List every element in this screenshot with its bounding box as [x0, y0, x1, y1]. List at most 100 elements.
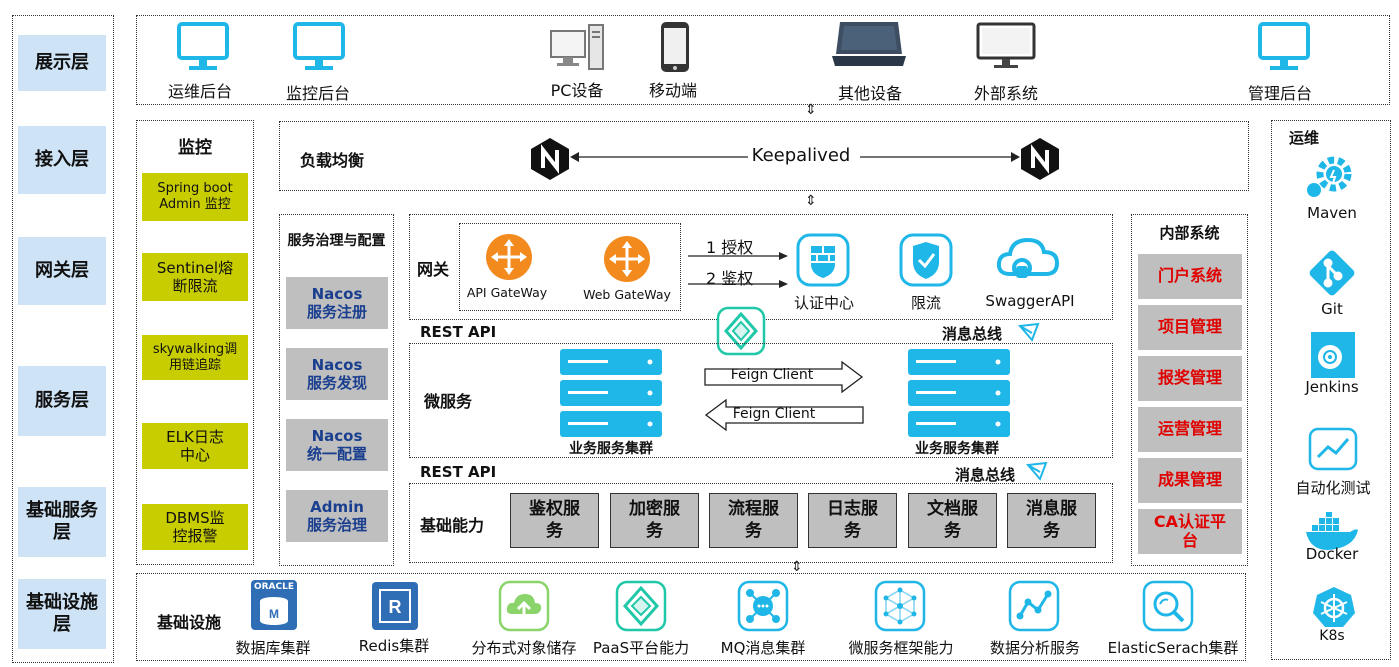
nacos-config: Nacos统一配置 — [286, 419, 388, 471]
up-down-arrow-icon: ⇕ — [805, 102, 817, 118]
paas-platform-icon — [615, 580, 667, 632]
paas-platform-label: PaaS平台能力 — [592, 639, 690, 657]
maven-gear-icon — [1307, 156, 1352, 197]
load-balance-panel — [279, 121, 1249, 191]
keepalived-arrow — [570, 152, 1020, 162]
keepalived-label: Keepalived — [751, 145, 851, 166]
ops-panel — [1271, 120, 1391, 660]
data-analysis-icon — [1008, 580, 1060, 632]
capability-encrypt: 加密服务 — [610, 493, 699, 548]
router-icon — [604, 236, 650, 282]
redis-icon: R — [372, 582, 418, 630]
api-gateway-label: API GateWay — [466, 285, 548, 300]
cluster-right-label: 业务服务集群 — [915, 441, 999, 457]
monitor-icon — [293, 22, 345, 70]
maven-label: Maven — [1307, 204, 1357, 222]
cloud-headset-icon — [996, 237, 1060, 278]
message-bus-label: 消息总线 — [942, 325, 1003, 343]
rest-api-label: REST API — [420, 463, 497, 481]
infrastructure-panel — [136, 573, 1246, 661]
data-analysis-label: 数据分析服务 — [989, 639, 1080, 657]
admin-console-label: 管理后台 — [1247, 84, 1312, 103]
mq-icon — [737, 580, 789, 632]
capability-workflow: 流程服务 — [709, 493, 798, 548]
firewall-icon — [796, 233, 850, 287]
monitor-item-dbms: DBMS监控报警 — [142, 504, 248, 550]
feign-left-arrow — [704, 399, 864, 431]
monitor-item-springboot: Spring boot Admin 监控 — [142, 173, 248, 221]
mobile-label: 移动端 — [648, 81, 697, 100]
feign-client-label: Feign Client — [732, 406, 816, 422]
layer-base-service: 基础服务层 — [18, 487, 106, 557]
git-icon — [1309, 250, 1355, 296]
internal-project: 项目管理 — [1138, 305, 1242, 350]
object-storage-label: 分布式对象储存 — [471, 639, 577, 657]
monitor-item-skywalking: skywalking调用链追踪 — [142, 335, 248, 380]
microservice-framework-label: 微服务框架能力 — [848, 639, 954, 657]
server-cluster-icon — [908, 349, 1010, 437]
laptop-icon — [832, 22, 906, 66]
gateway-group — [459, 223, 681, 311]
swagger-label: SwaggerAPI — [985, 292, 1075, 310]
database-cluster-label: 数据库集群 — [235, 639, 311, 657]
authenticate-label: 2 鉴权 — [706, 269, 754, 288]
object-storage-icon — [498, 580, 550, 632]
docker-label: Docker — [1305, 545, 1359, 563]
jenkins-icon — [1311, 332, 1355, 378]
monitor-item-elk: ELK日志中心 — [142, 423, 248, 469]
nginx-icon — [1021, 138, 1059, 180]
docker-icon — [1306, 512, 1358, 550]
load-balance-title: 负载均衡 — [300, 151, 365, 170]
feign-client-label: Feign Client — [730, 367, 814, 383]
cluster-left-label: 业务服务集群 — [569, 441, 653, 457]
paas-icon — [716, 306, 766, 356]
gateway-title: 网关 — [417, 260, 450, 279]
base-capability-title: 基础能力 — [420, 516, 485, 535]
rate-limit-label: 限流 — [910, 294, 941, 312]
capability-log: 日志服务 — [808, 493, 897, 548]
internal-title: 内部系统 — [1159, 224, 1220, 242]
microservice-panel — [409, 343, 1113, 458]
nacos-discovery: Nacos服务发现 — [286, 348, 388, 400]
jenkins-label: Jenkins — [1305, 378, 1359, 396]
feign-right-arrow — [704, 361, 864, 393]
layer-service: 服务层 — [18, 366, 106, 436]
layer-presentation: 展示层 — [18, 35, 106, 91]
gateway-arrows — [688, 252, 788, 288]
message-bus-label: 消息总线 — [955, 466, 1016, 484]
svg-text:M: M — [269, 607, 279, 621]
server-cluster-icon — [560, 349, 662, 437]
infrastructure-title: 基础设施 — [157, 613, 222, 632]
kubernetes-icon — [1313, 587, 1355, 627]
git-label: Git — [1321, 300, 1343, 318]
elasticsearch-label: ElasticSerach集群 — [1107, 639, 1239, 657]
monitor-icon — [1258, 22, 1310, 70]
up-down-arrow-icon: ⇕ — [791, 559, 803, 575]
base-capability-panel — [409, 483, 1113, 563]
mq-cluster-label: MQ消息集群 — [720, 639, 806, 657]
capability-document: 文档服务 — [908, 493, 997, 548]
external-monitor-icon — [976, 22, 1036, 68]
pc-icon — [550, 24, 604, 70]
monitor-console-label: 监控后台 — [285, 84, 350, 103]
monitor-item-sentinel: Sentinel熔断限流 — [142, 253, 248, 301]
pc-device-label: PC设备 — [550, 81, 604, 100]
monitor-title: 监控 — [178, 138, 212, 158]
governance-title: 服务治理与配置 — [287, 233, 386, 249]
monitor-panel — [136, 120, 254, 565]
governance-panel — [279, 214, 394, 566]
message-bus-icon — [1018, 322, 1040, 342]
internal-operation: 运营管理 — [1138, 407, 1242, 452]
internal-award: 报奖管理 — [1138, 356, 1242, 401]
internal-achievement: 成果管理 — [1138, 458, 1242, 503]
internal-portal: 门户系统 — [1138, 254, 1242, 299]
automation-test-label: 自动化测试 — [1295, 479, 1371, 497]
layer-gateway: 网关层 — [18, 237, 106, 305]
other-device-label: 其他设备 — [837, 84, 902, 103]
internal-panel — [1131, 214, 1248, 566]
oracle-logo-text: ORACLE — [253, 582, 295, 592]
web-gateway-label: Web GateWay — [583, 287, 671, 302]
mobile-phone-icon — [661, 22, 689, 72]
rest-api-label: REST API — [420, 323, 497, 341]
layer-column — [12, 15, 114, 663]
